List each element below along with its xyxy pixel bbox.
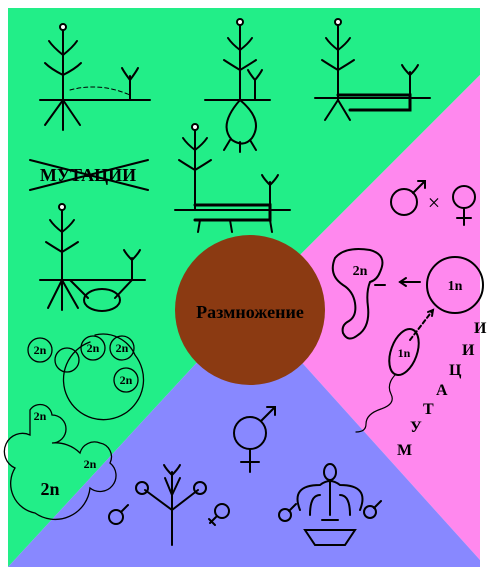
- colony-label-1: 2n: [34, 409, 47, 423]
- sperm-label: 1n: [398, 346, 411, 360]
- mutation-letter-1: М: [397, 442, 412, 459]
- mutation-letter-6: И: [462, 342, 475, 359]
- center-label: Размножение: [196, 302, 304, 322]
- cell-label-2: 2n: [87, 341, 100, 355]
- cell-label-4: 2n: [120, 373, 133, 387]
- mutation-letter-3: Т: [423, 401, 434, 418]
- mutation-letter-4: А: [436, 382, 448, 399]
- cell-label-1: 2n: [34, 343, 47, 357]
- cell-label-3: 2n: [116, 341, 129, 355]
- embryo-label: 2n: [353, 264, 368, 279]
- mutation-letter-7: И: [474, 320, 487, 337]
- crossed-mutations-label: МУТАЦИИ: [40, 165, 136, 185]
- egg-label: 1n: [448, 279, 463, 294]
- times-sign: ×: [428, 190, 440, 215]
- mutation-letter-2: У: [410, 419, 422, 436]
- colony-label-2: 2n: [84, 457, 97, 471]
- mutation-letter-5: Ц: [449, 362, 462, 379]
- colony-label-big: 2n: [40, 479, 59, 499]
